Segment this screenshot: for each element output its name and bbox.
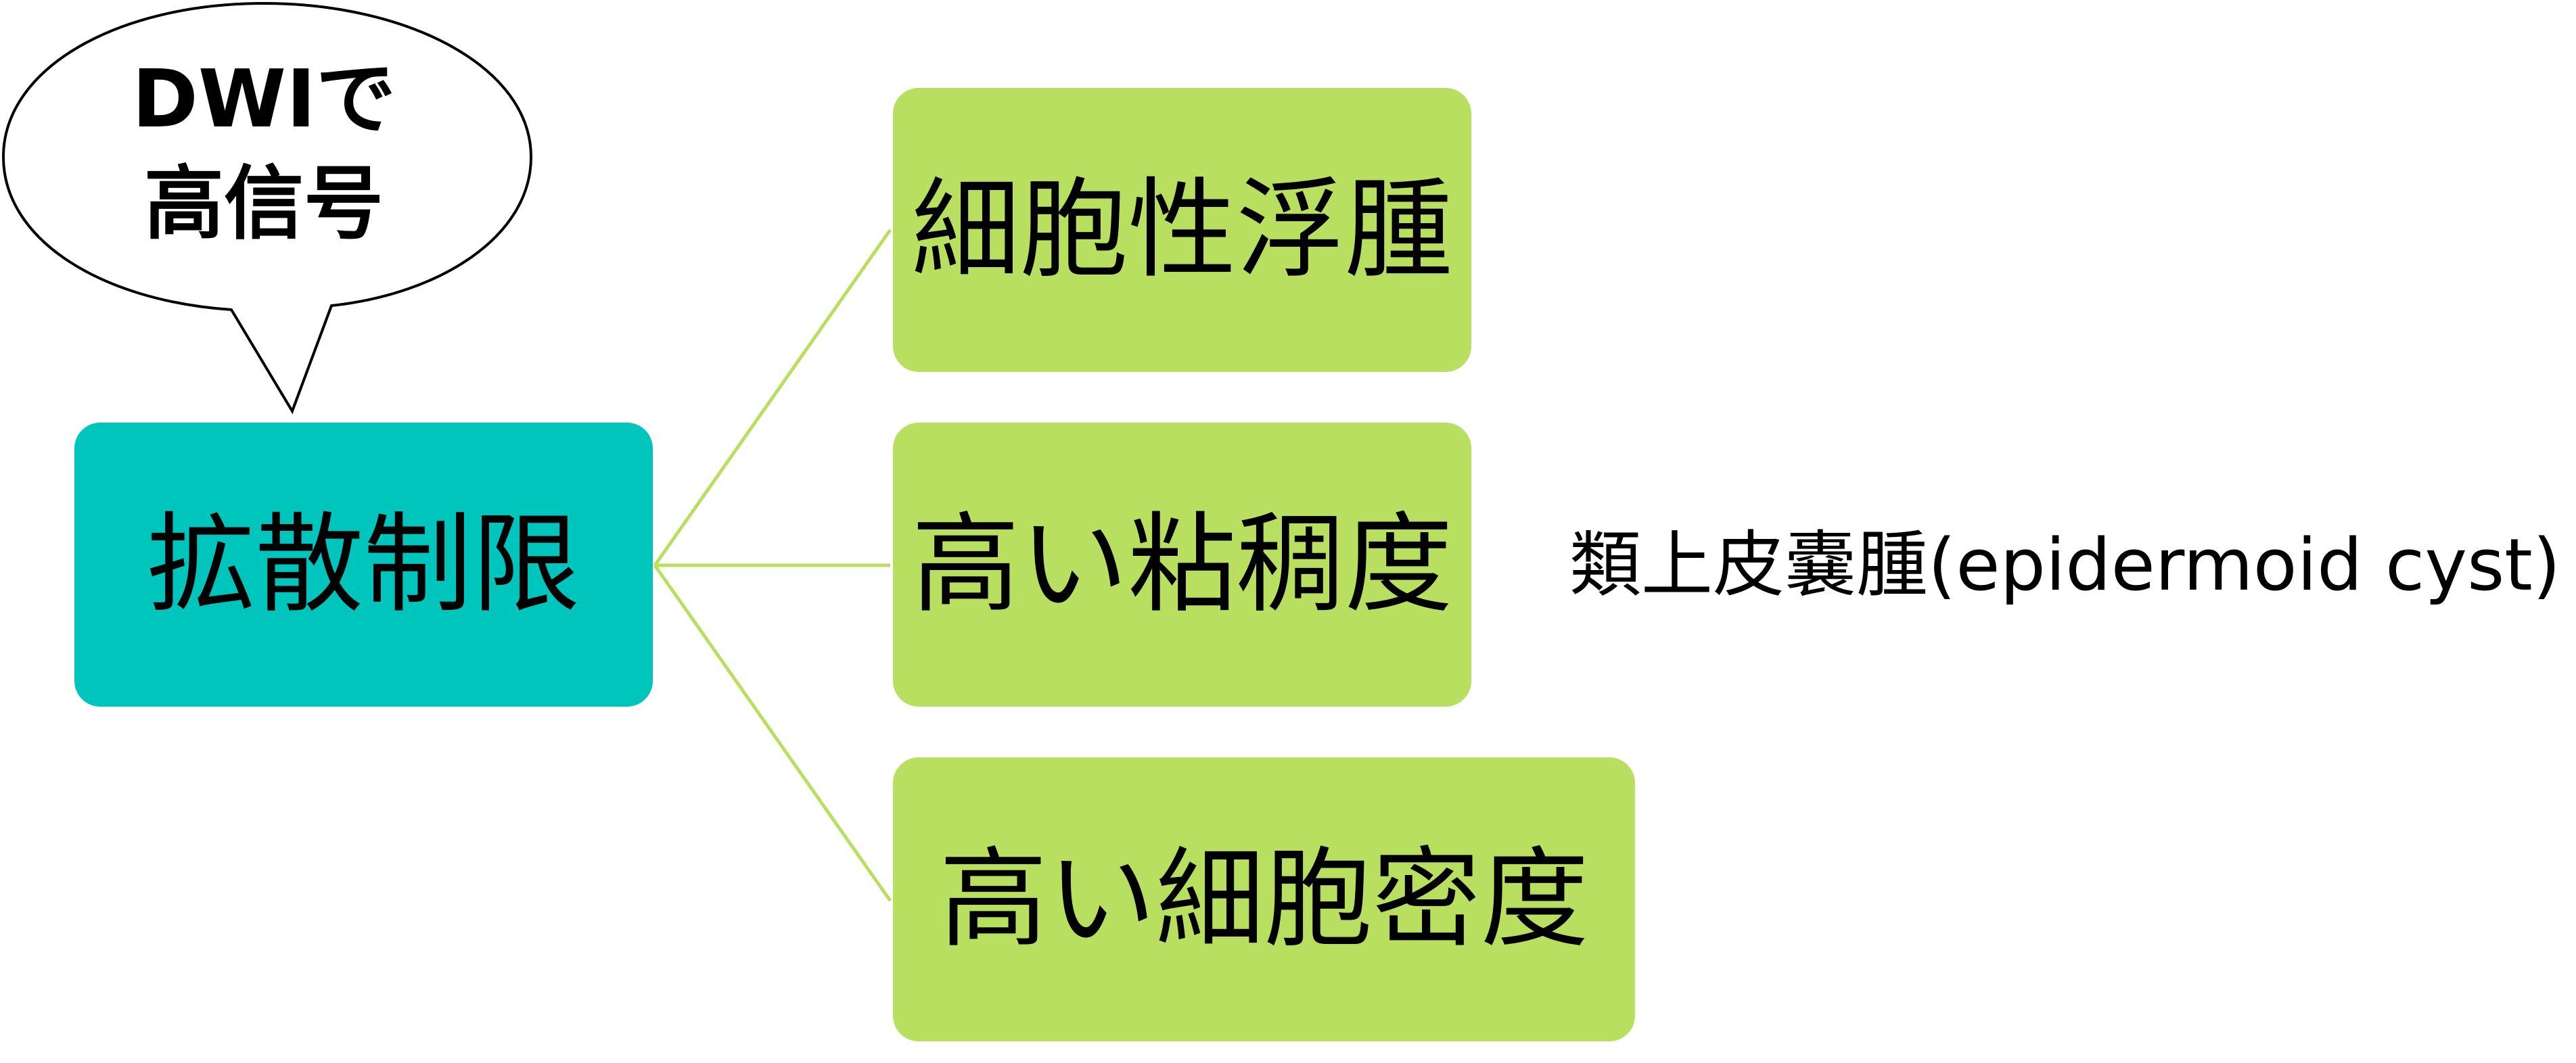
callout-line-1: DWIで [131, 52, 396, 145]
leaf-node-label-1: 細胞性浮腫 [911, 166, 1453, 293]
speech-bubble [1, 1, 533, 415]
root-node-diffusion-restriction: 拡散制限 [74, 423, 653, 707]
connector-to-leaf-3 [653, 564, 892, 902]
leaf-node-high-viscosity: 高い粘稠度 [893, 423, 1471, 707]
annotation-epidermoid-cyst: 類上皮嚢腫(epidermoid cyst) [1569, 523, 2561, 607]
leaf-node-label-3: 高い細胞密度 [939, 836, 1589, 962]
connector-lines [653, 229, 892, 902]
leaf-node-cytotoxic-edema: 細胞性浮腫 [893, 88, 1471, 372]
leaf-node-high-cellularity: 高い細胞密度 [893, 757, 1635, 1041]
callout-line-2: 高信号 [143, 157, 384, 250]
leaf-node-label-2: 高い粘稠度 [911, 501, 1453, 628]
root-node-label: 拡散制限 [147, 501, 580, 628]
connector-to-leaf-1 [653, 229, 892, 567]
